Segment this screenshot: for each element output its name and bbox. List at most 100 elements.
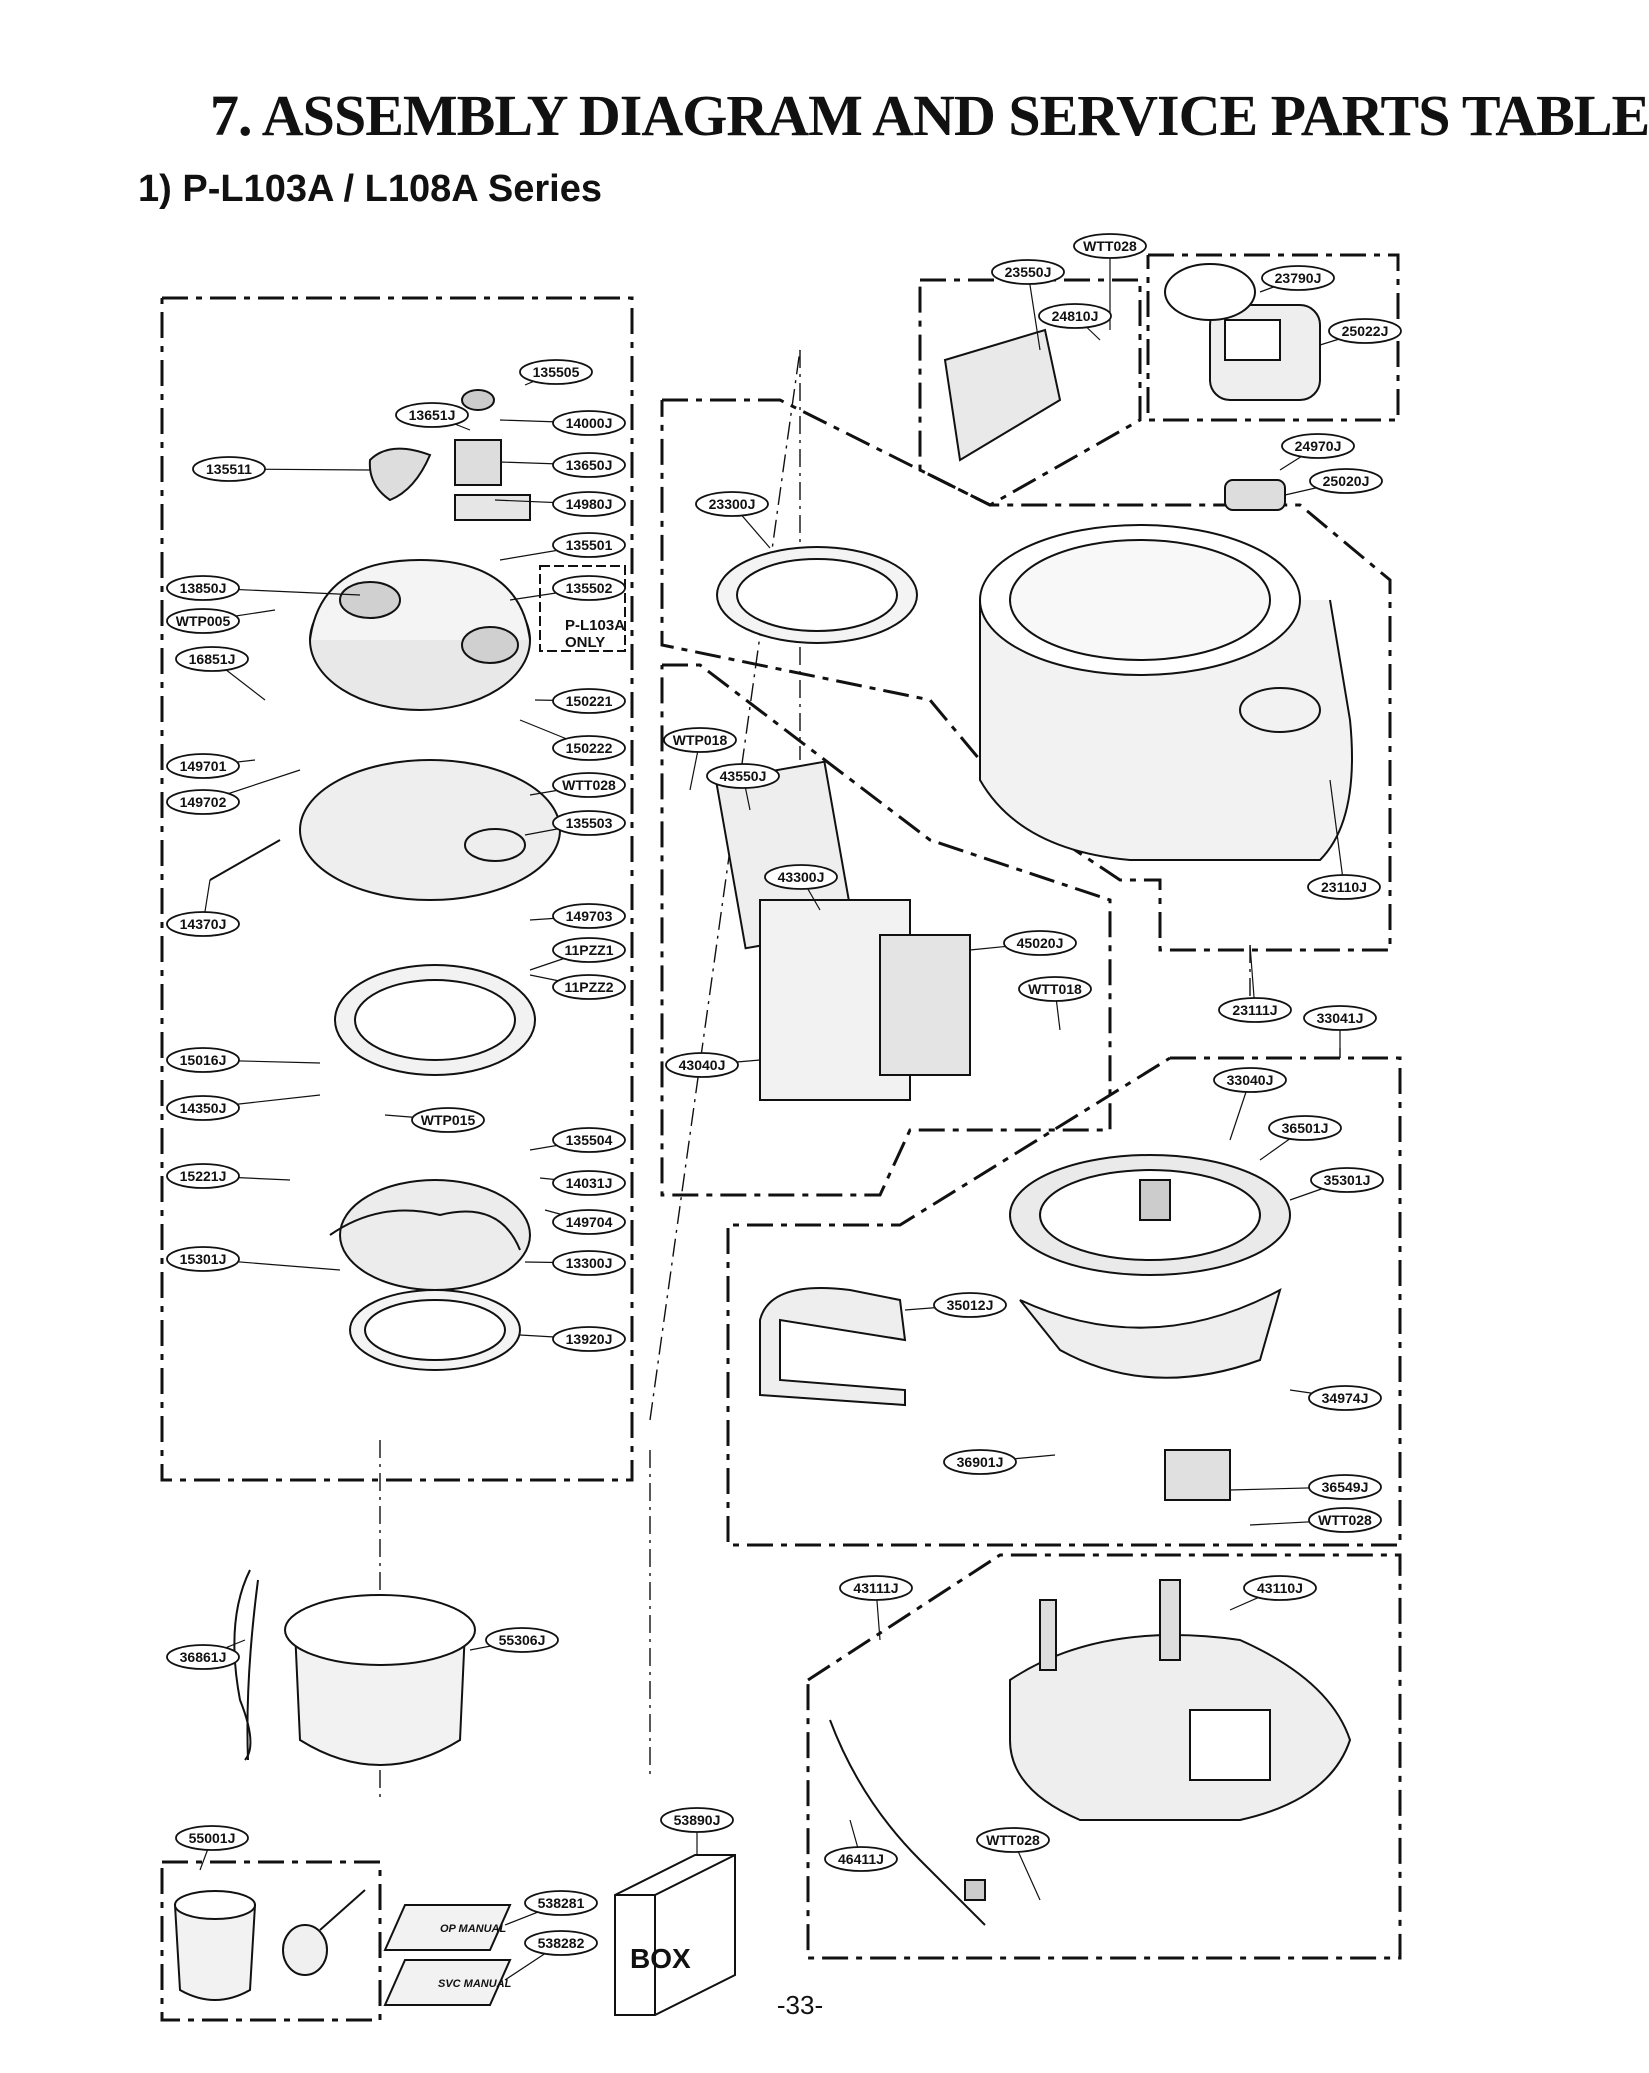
section-title: 1) P-L103A / L108A Series — [138, 168, 602, 210]
part-callout: 23790J — [1261, 265, 1335, 291]
part-callout: 13300J — [552, 1250, 626, 1276]
part-number-label: 538281 — [538, 1895, 585, 1911]
part-callout: 14000J — [552, 410, 626, 436]
part-callout: 53890J — [660, 1807, 734, 1833]
part-callout: 36549J — [1308, 1474, 1382, 1500]
part-number-label: 35301J — [1324, 1172, 1371, 1188]
part-number-label: 11PZZ1 — [564, 942, 613, 958]
part-number-label: 46411J — [838, 1851, 884, 1867]
part-number-label: 14000J — [566, 415, 613, 431]
callout-oval — [166, 789, 240, 815]
callout-oval — [1213, 1067, 1287, 1093]
part-callout: 149701 — [166, 753, 240, 779]
heater-group-boundary — [726, 1056, 1402, 1547]
part-callout: 149704 — [552, 1209, 626, 1235]
callout-oval — [552, 772, 626, 798]
part-callout: 43300J — [764, 864, 838, 890]
part-number-label: 149703 — [566, 908, 613, 924]
part-number-label: 13650J — [566, 457, 613, 473]
part-callout: WTP015 — [411, 1107, 485, 1133]
part-number-label: 35012J — [947, 1297, 994, 1313]
callout-oval — [166, 911, 240, 937]
part-number-label: 149701 — [180, 758, 227, 774]
callout-oval — [1310, 1167, 1384, 1193]
leader-line — [1329, 779, 1345, 888]
part-callout: 15301J — [166, 1246, 240, 1272]
callout-oval — [552, 491, 626, 517]
part-number-label: WTT018 — [1028, 981, 1082, 997]
part-callout: 149702 — [166, 789, 240, 815]
callout-oval — [166, 1644, 240, 1670]
part-number-label: 14350J — [180, 1100, 227, 1116]
part-callout: 135511 — [192, 456, 266, 482]
callout-oval — [764, 864, 838, 890]
part-number-label: 36901J — [957, 1454, 1004, 1470]
callout-oval — [524, 1890, 598, 1916]
callout-oval — [175, 1825, 249, 1851]
part-number-label: 43111J — [853, 1580, 898, 1596]
part-number-label: 55001J — [189, 1830, 236, 1846]
callout-oval — [552, 575, 626, 601]
callout-oval — [1307, 874, 1381, 900]
part-callout: 55001J — [175, 1825, 249, 1851]
part-number-label: 135504 — [566, 1132, 613, 1148]
callout-oval — [166, 608, 240, 634]
part-number-label: 14370J — [180, 916, 227, 932]
callout-oval — [552, 1209, 626, 1235]
callout-oval — [1218, 997, 1292, 1023]
lid-group-boundary — [160, 296, 634, 1482]
part-callout: 23111J — [1218, 997, 1292, 1023]
callout-oval — [706, 763, 780, 789]
part-number-label: 23790J — [1275, 270, 1322, 286]
accessory-group-boundary — [160, 1860, 382, 2022]
part-number-label: 36501J — [1282, 1120, 1329, 1136]
callout-oval — [552, 810, 626, 836]
part-number-label: 25020J — [1323, 473, 1370, 489]
part-callout: 23300J — [695, 491, 769, 517]
part-number-label: 13850J — [180, 580, 227, 596]
callout-oval — [552, 532, 626, 558]
callout-oval — [933, 1292, 1007, 1318]
part-callout: 14980J — [552, 491, 626, 517]
part-number-label: 150222 — [566, 740, 613, 756]
part-number-label: 43550J — [720, 768, 767, 784]
part-number-label: 13651J — [409, 407, 456, 423]
part-callout: 24810J — [1038, 303, 1112, 329]
part-callout: WTT028 — [1308, 1507, 1382, 1533]
part-number-label: 36549J — [1322, 1479, 1369, 1495]
part-number-label: 33040J — [1227, 1072, 1274, 1088]
part-number-label: 43040J — [679, 1057, 726, 1073]
callout-oval — [192, 456, 266, 482]
callout-oval — [1038, 303, 1112, 329]
part-callout: 34974J — [1308, 1385, 1382, 1411]
part-callout: 135505 — [519, 359, 593, 385]
callout-oval — [552, 735, 626, 761]
part-number-label: 23110J — [1321, 879, 1367, 895]
callout-oval — [485, 1627, 559, 1653]
part-callout: 36501J — [1268, 1115, 1342, 1141]
svc-manual-label: SVC MANUAL — [438, 1978, 512, 1990]
part-callout: 24970J — [1281, 433, 1355, 459]
box-label: BOX — [630, 1943, 691, 1974]
callout-oval — [1308, 1474, 1382, 1500]
part-callout: 135501 — [552, 532, 626, 558]
callout-oval — [1303, 1005, 1377, 1031]
part-number-label: 149704 — [566, 1214, 613, 1230]
part-number-label: 135505 — [533, 364, 580, 380]
part-number-label: 149702 — [180, 794, 227, 810]
part-number-label: 135503 — [566, 815, 613, 831]
part-callout: 35301J — [1310, 1167, 1384, 1193]
page-number: -33- — [776, 1990, 824, 2020]
part-callout: 14031J — [552, 1170, 626, 1196]
part-number-label: WTT028 — [1318, 1512, 1372, 1528]
part-callout: 13650J — [552, 452, 626, 478]
part-number-label: 23300J — [709, 496, 756, 512]
callout-oval — [839, 1575, 913, 1601]
callout-oval — [1328, 318, 1402, 344]
part-number-label: 15301J — [180, 1251, 227, 1267]
part-callout: 538282 — [524, 1930, 598, 1956]
part-number-label: 55306J — [499, 1632, 546, 1648]
callout-oval — [552, 1250, 626, 1276]
part-number-label: 15221J — [180, 1168, 227, 1184]
part-callout: 13850J — [166, 575, 240, 601]
